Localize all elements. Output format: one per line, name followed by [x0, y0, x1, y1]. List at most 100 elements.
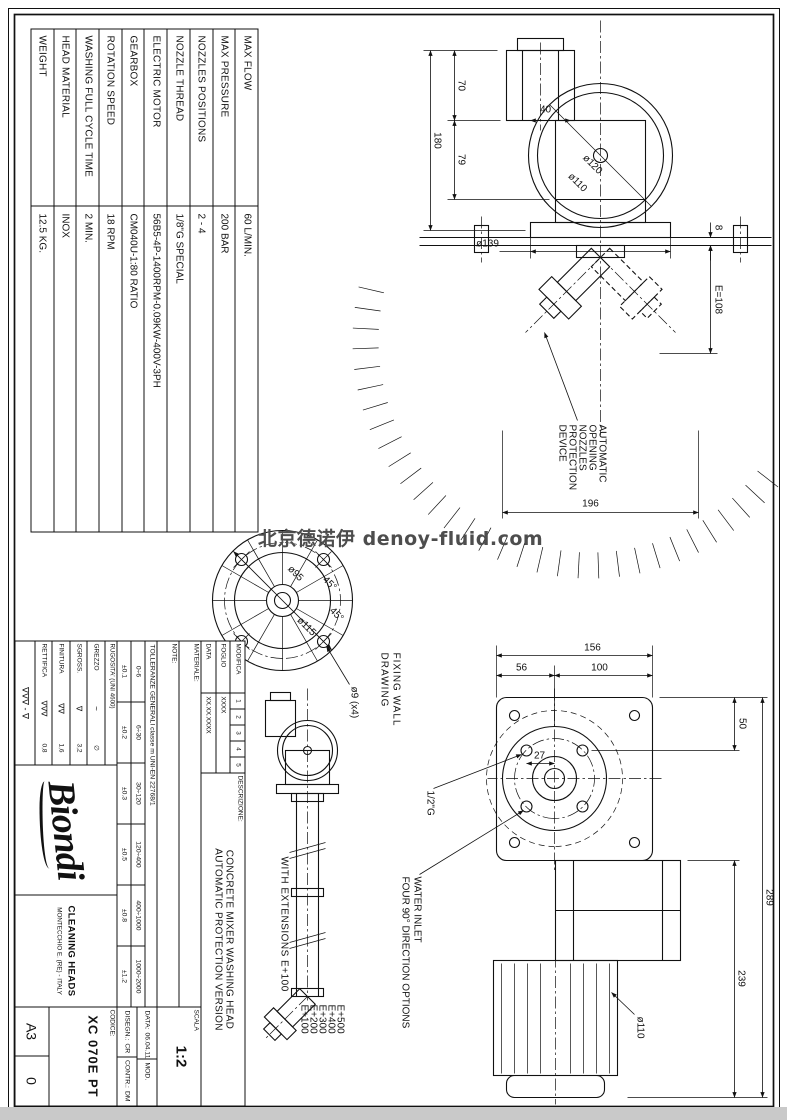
- bottom-strip: [0, 1107, 787, 1120]
- rear-linework: [492, 696, 681, 1098]
- dim-289: 289: [763, 889, 774, 906]
- flange-label-line: FIXING WALL: [390, 652, 401, 726]
- extensions-label: WITH EXTENSIONS E+100: [278, 856, 289, 991]
- dim-56: 56: [515, 662, 527, 673]
- tolerances-title: TOLLERANZE GENERALI classe m UNI-EN 2276…: [144, 641, 156, 1006]
- dim-thread: 1/2"G: [424, 790, 435, 815]
- roughness-mark: ∇: [73, 705, 83, 711]
- tolerance-range: 0÷6: [130, 641, 144, 702]
- extension-option: E+200: [307, 1004, 318, 1034]
- disegn-contr-row: DISEGN.:CR CONTR.:DM: [117, 1007, 136, 1105]
- dim-40: 40: [539, 104, 551, 115]
- extensions-view: WITH EXTENSIONS E+100 E+500 E+400 E+300 …: [262, 688, 345, 1041]
- roughness-corner-mark: ∇∇∇ - ∇: [20, 686, 30, 719]
- roughness-mark: ∇∇∇: [38, 699, 48, 717]
- roughness-name: RETTIFICA: [39, 643, 47, 677]
- foglio-label: FOGLIO: [215, 641, 230, 693]
- tolerances-table: TOLLERANZE GENERALI classe m UNI-EN 2276…: [117, 641, 156, 1007]
- format-rev-row: A3 0: [15, 1007, 49, 1105]
- note-line: OPENING: [586, 424, 597, 470]
- data-cell: DATA:06.04.11: [137, 1007, 156, 1059]
- spec-value: 12.5 KG.: [36, 213, 48, 253]
- revision-table: MODIFICA 1 2 3 4 5 FOGLIO XXXX DATA XX.X…: [200, 641, 244, 773]
- data-field-label: DATA:: [143, 1010, 150, 1030]
- dim-27: 27: [533, 750, 545, 761]
- note-line: NOZZLES: [576, 424, 587, 470]
- roughness-row: GREZZO ~ ∅: [86, 641, 104, 764]
- spec-label: MAX FLOW: [235, 29, 257, 206]
- note-label: NOTE:: [170, 643, 177, 663]
- dim-angle-45-b: 45°: [327, 605, 345, 623]
- spec-row: MAX FLOW 60 L/MIN.: [235, 29, 257, 531]
- roughness-value: 1,6: [57, 742, 65, 753]
- revision-header: MODIFICA: [230, 641, 244, 693]
- flange-label-line: DRAWING: [378, 652, 389, 707]
- spec-label: NOZZLES POSITIONS: [189, 29, 212, 206]
- water-inlet-note: FOUR 90° DIRECTION OPTIONS: [399, 876, 410, 1028]
- dim-196: 196: [582, 498, 599, 509]
- mod-label: MOD.: [143, 1061, 150, 1080]
- revision-row: DATA XX.XX.XXXX: [200, 641, 216, 772]
- materiale-label: MATERIALE:: [192, 643, 199, 682]
- roughness-table: RUGOSITA' (UNI 4600) GREZZO ~ ∅ SGROSS. …: [15, 641, 116, 765]
- tolerance-range: 1000÷2000: [130, 946, 144, 1006]
- revision-row: MODIFICA 1 2 3 4 5: [230, 641, 244, 772]
- motor-fins: [500, 963, 610, 1073]
- roughness-mark: ~: [91, 705, 101, 711]
- tolerance-range: 6÷30: [130, 702, 144, 763]
- title-block: MODIFICA 1 2 3 4 5 FOGLIO XXXX DATA XX.X…: [14, 640, 245, 1106]
- codice-label: CODICE:: [108, 1009, 115, 1037]
- roughness-value: 0,8: [39, 742, 47, 753]
- extension-option: E+400: [325, 1004, 336, 1034]
- tolerance-value: ±0.1: [117, 641, 131, 702]
- tolerance-range: 30÷120: [130, 763, 144, 824]
- dim-e108: E=108: [712, 284, 723, 314]
- codice-cell: CODICE: XC 070E PT A3 0: [15, 1007, 116, 1105]
- descrizione-line2: AUTOMATIC PROTECTION VERSION: [212, 847, 223, 1031]
- tolerance-range: 400÷1000: [130, 885, 144, 946]
- roughness-name: SGROSS.: [74, 643, 82, 673]
- contr-cell: CONTR.: DM: [117, 1057, 136, 1106]
- descrizione-cell: DESCRIZIONE: CONCRETE MIXER WASHING HEAD…: [201, 773, 244, 1105]
- tolerance-range: 120÷400: [130, 824, 144, 885]
- descrizione-line1: CONCRETE MIXER WASHING HEAD: [223, 849, 234, 1029]
- spec-row: WASHING FULL CYCLE TIME 2 MIN.: [76, 29, 100, 531]
- note-line: PROTECTION: [566, 424, 577, 490]
- tolerance-value: ±0.3: [117, 763, 131, 824]
- spec-value: 60 L/MIN.: [240, 213, 252, 257]
- extension-option: E+500: [334, 1004, 345, 1034]
- contr-label: CONTR.:: [123, 1059, 130, 1088]
- nozzle-device-open: [537, 247, 610, 320]
- revision-row: FOGLIO XXXX: [215, 641, 231, 772]
- roughness-name: FINITURA: [57, 643, 65, 673]
- tolerance-ranges: 0÷6 6÷30 30÷120 120÷400 400÷1000 1000÷20…: [130, 641, 144, 1006]
- company-line1: CLEANING HEADS: [65, 904, 76, 997]
- spec-value: CM040U-1:80 RATIO: [127, 213, 139, 308]
- note-line: AUTOMATIC: [596, 424, 607, 482]
- materiale-cell: MATERIALE:: [178, 641, 200, 1006]
- title-block-row-3: TOLLERANZE GENERALI classe m UNI-EN 2276…: [116, 641, 156, 1105]
- foglio-value: XXXX: [219, 696, 226, 713]
- dim-239: 239: [735, 970, 746, 987]
- spec-label: MAX PRESSURE: [212, 29, 235, 206]
- rear-dimensions: [418, 645, 767, 1098]
- title-block-row-bottom: RUGOSITA' (UNI 4600) GREZZO ~ ∅ SGROSS. …: [15, 641, 116, 1105]
- contr-value: DM: [123, 1090, 130, 1102]
- extension-option: E+100: [298, 1004, 309, 1034]
- spec-value: 2 MIN.: [81, 213, 93, 243]
- dim-79: 79: [455, 153, 466, 165]
- main-view: 8 E=108 70 79 180 40 ø120 ø110 ø139 196 …: [352, 20, 778, 578]
- main-view-centerlines: [480, 20, 741, 435]
- spec-label: WASHING FULL CYCLE TIME: [76, 29, 99, 206]
- tolerance-value: ±0.5: [117, 824, 131, 885]
- dim-180: 180: [431, 132, 442, 149]
- dim-50: 50: [736, 717, 747, 729]
